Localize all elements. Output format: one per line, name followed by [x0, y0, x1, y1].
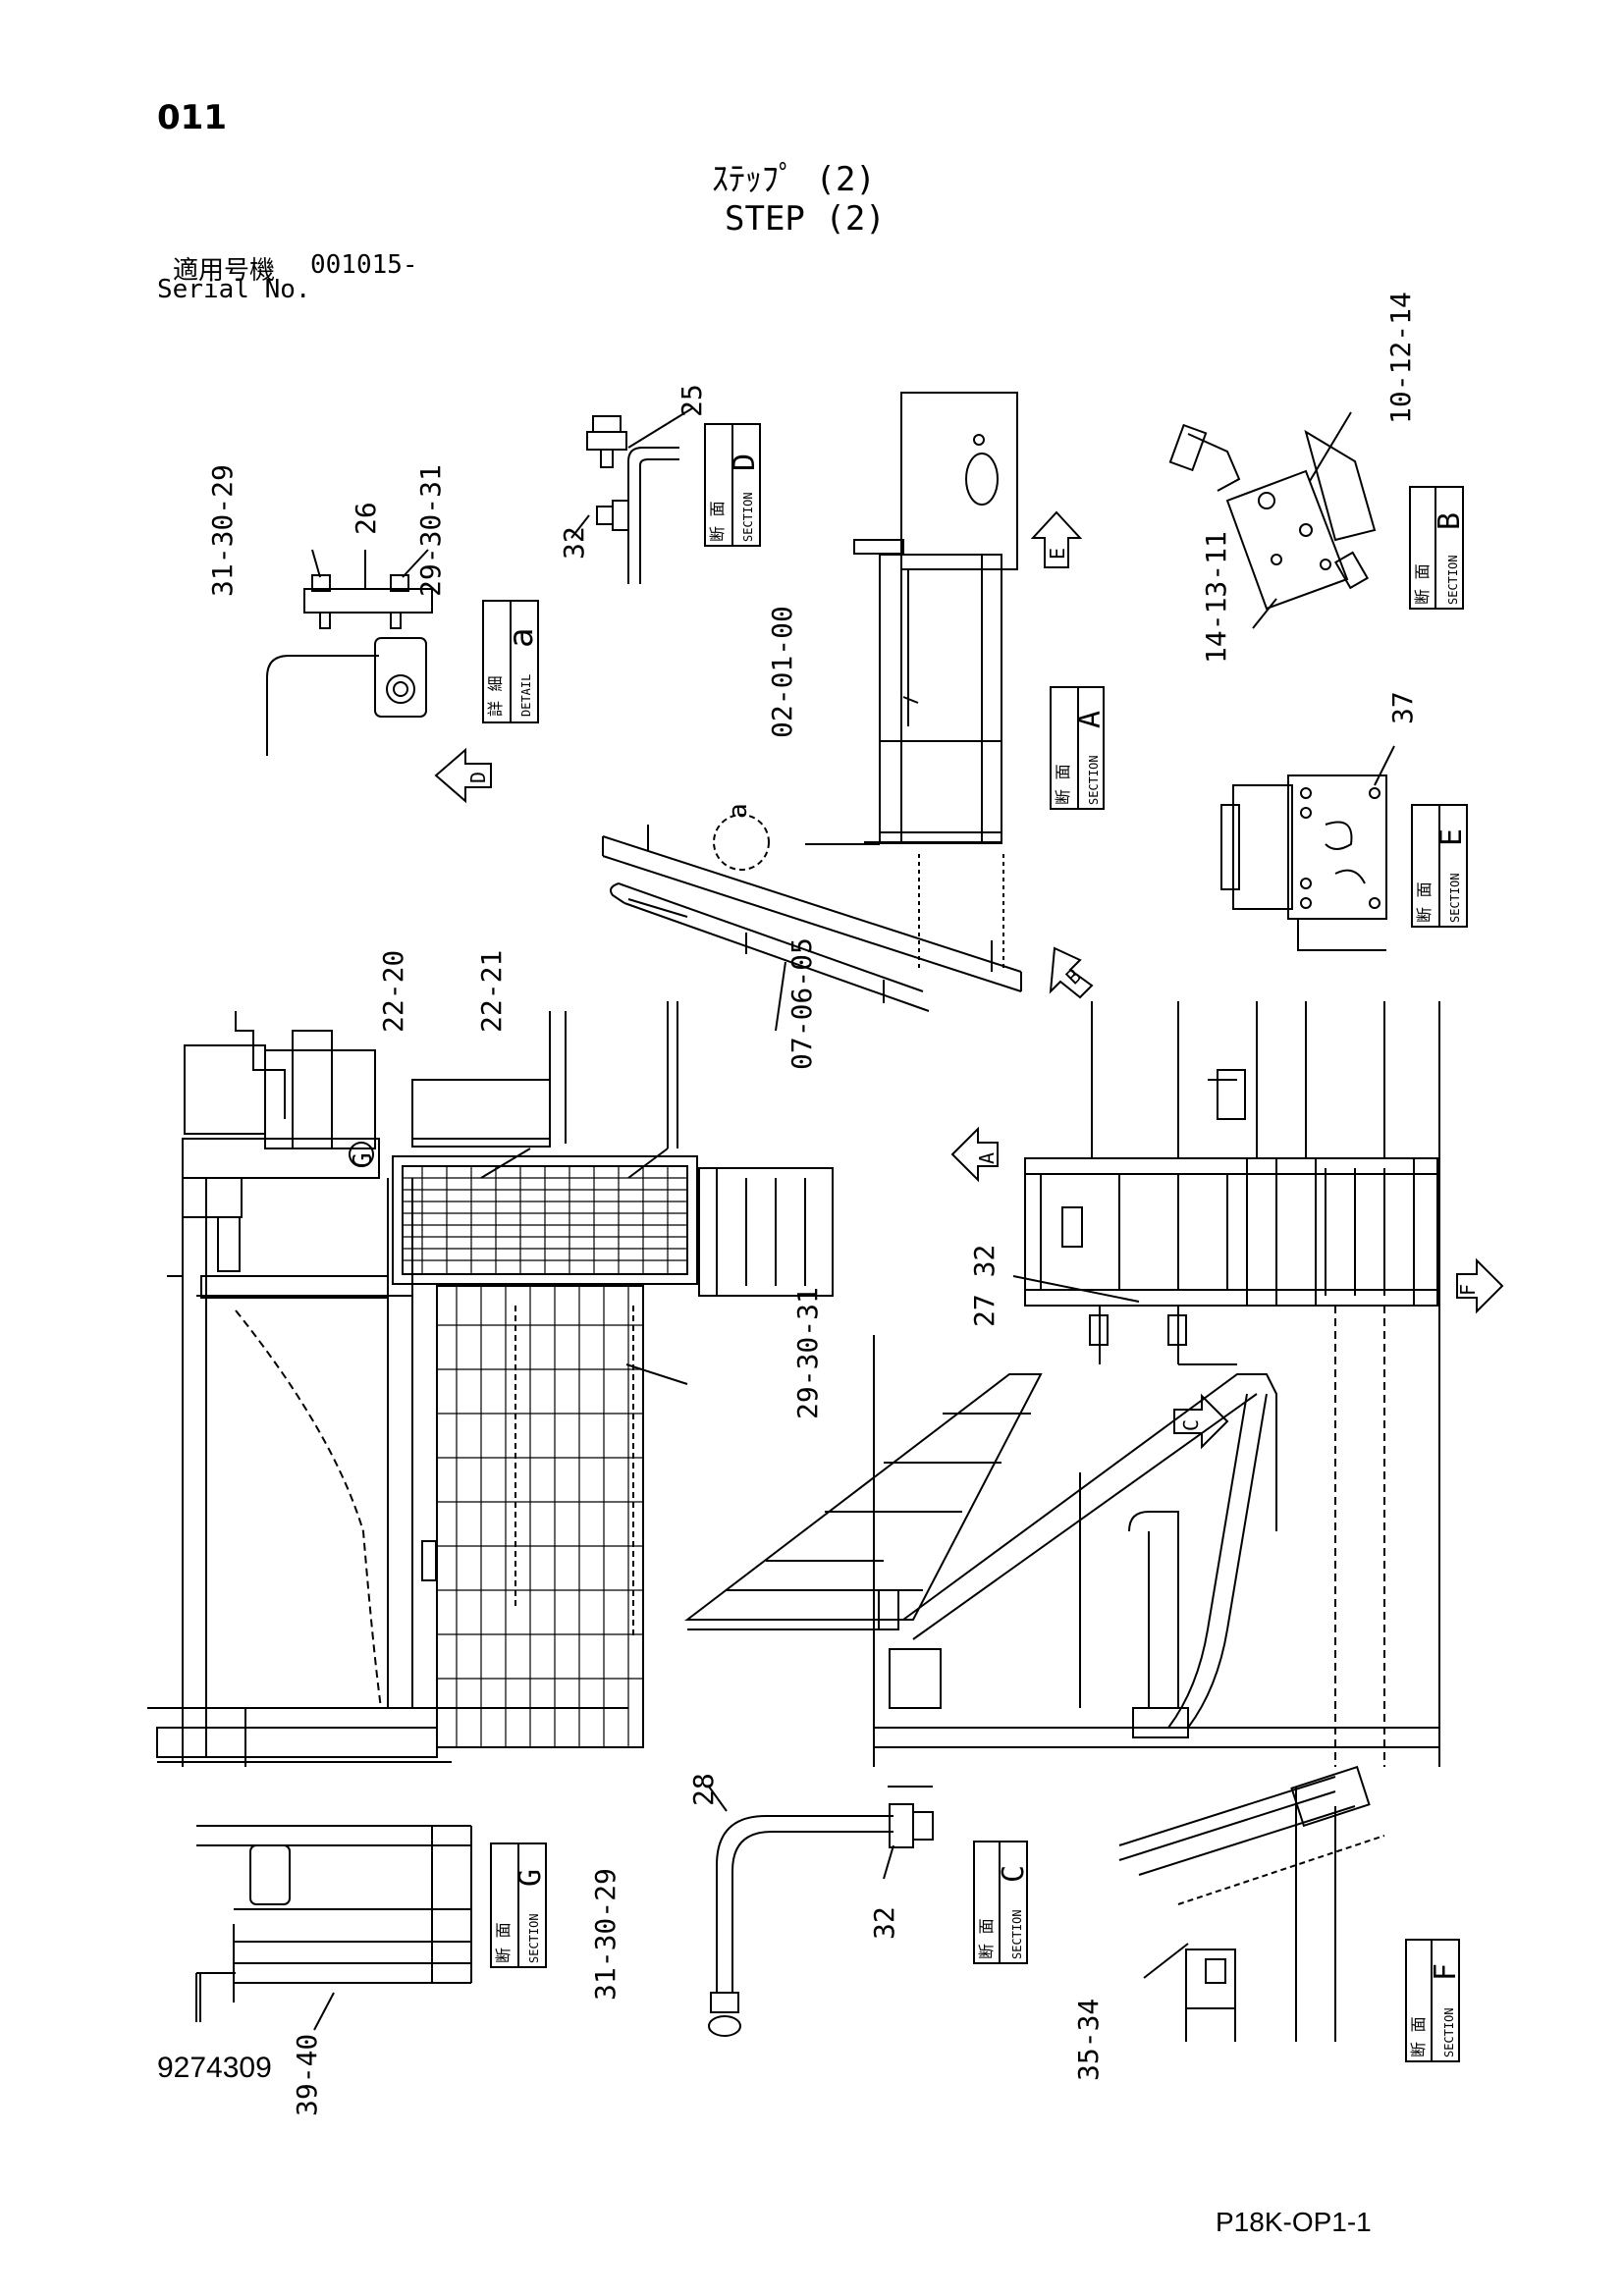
section-f-view — [1118, 1765, 1385, 2042]
section-f-kanji: 断 面 — [1409, 2016, 1428, 2057]
section-e-kanji: 断 面 — [1415, 881, 1434, 923]
callout-22-20: 22-20 — [377, 950, 409, 1033]
arrow-d-icon — [434, 747, 492, 804]
leader-07-06-05 — [775, 961, 786, 1032]
section-g-kanji: 断 面 — [494, 1922, 513, 1963]
arrow-d-letter: D — [466, 772, 490, 783]
section-c-view — [708, 1786, 934, 2037]
serial-label-english: Serial No. — [157, 275, 311, 304]
section-f-word: SECTION — [1442, 2007, 1456, 2057]
detail-a-view — [266, 549, 433, 756]
title-english: STEP (2) — [725, 199, 886, 239]
callout-37: 37 — [1386, 691, 1419, 724]
serial-number-value: 001015- — [310, 250, 418, 280]
callout-31-30-29-detail: 31-30-29 — [206, 464, 239, 597]
section-d-letter: D — [728, 454, 762, 471]
section-g-letter: G — [514, 1869, 548, 1887]
detail-a-kanji: 詳 細 — [486, 675, 505, 717]
callout-07-06-05: 07-06-05 — [785, 937, 818, 1070]
section-b-letter: B — [1433, 512, 1467, 530]
serial-label-japanese: 適用号機 — [173, 256, 276, 286]
section-e-word: SECTION — [1448, 873, 1462, 923]
callout-02-01-00: 02-01-00 — [766, 606, 798, 738]
arrow-e-letter: E — [1046, 548, 1069, 560]
section-b-word: SECTION — [1446, 555, 1460, 605]
section-b-view — [1168, 411, 1377, 629]
mark-g-letter: G — [349, 1152, 378, 1168]
callout-26: 26 — [350, 502, 382, 535]
callout-39-40: 39-40 — [291, 2034, 323, 2116]
callout-10-12-14: 10-12-14 — [1384, 292, 1417, 424]
document-number: 9274309 — [157, 2052, 272, 2084]
callout-27-32: 27 32 — [968, 1245, 1001, 1327]
title-japanese: ｽﾃｯﾌﾟ (2) — [712, 160, 876, 199]
callout-29-30-31-detail: 29-30-31 — [414, 464, 447, 597]
section-e-view — [1220, 745, 1395, 951]
sheet-code: P18K-OP1-1 — [1216, 2207, 1372, 2237]
side-elevation-view — [684, 1001, 1440, 1767]
arrow-a-letter: A — [975, 1152, 999, 1164]
callout-28: 28 — [687, 1773, 720, 1806]
arrow-c-letter: C — [1179, 1419, 1203, 1431]
callout-22-21: 22-21 — [475, 950, 508, 1033]
section-g-word: SECTION — [527, 1913, 541, 1963]
callout-32-section-d: 32 — [558, 526, 590, 560]
callout-25: 25 — [676, 384, 708, 417]
arrow-f-icon — [1456, 1257, 1504, 1314]
detail-a-letter: a — [502, 628, 541, 648]
callout-14-13-11: 14-13-11 — [1200, 531, 1232, 664]
section-c-letter: C — [997, 1865, 1031, 1883]
callout-35-34: 35-34 — [1072, 1999, 1105, 2081]
section-f-letter: F — [1429, 1963, 1463, 1981]
mark-g-marker — [349, 1142, 374, 1167]
mark-a-letter: a — [724, 803, 753, 819]
leader-22-21 — [480, 1148, 531, 1179]
section-d-view — [570, 407, 693, 584]
callout-31-30-29-section-c: 31-30-29 — [589, 1868, 622, 2001]
callout-32-section-c: 32 — [868, 1906, 900, 1940]
callout-29-30-31-main: 29-30-31 — [791, 1287, 824, 1419]
section-b-kanji: 断 面 — [1413, 563, 1432, 605]
section-d-kanji: 断 面 — [708, 501, 727, 542]
section-c-kanji: 断 面 — [977, 1918, 996, 1959]
leader-29-30-31 — [625, 1363, 688, 1385]
section-d-word: SECTION — [741, 492, 755, 542]
section-a-letter: A — [1073, 711, 1108, 728]
arrow-f-letter: F — [1456, 1284, 1480, 1296]
arrow-e-icon — [1030, 510, 1083, 568]
section-e-letter: E — [1435, 828, 1469, 846]
page-number: 011 — [157, 98, 227, 137]
detail-a-marker — [713, 814, 770, 871]
leader-27-32 — [1012, 1275, 1140, 1303]
section-g-view — [195, 1825, 472, 2031]
arrow-a-icon — [950, 1126, 999, 1183]
leader-22-20 — [627, 1148, 669, 1179]
arrow-c-icon — [1173, 1393, 1229, 1450]
arrow-b-icon — [1049, 946, 1094, 999]
section-c-word: SECTION — [1010, 1909, 1024, 1959]
section-a-word: SECTION — [1087, 755, 1101, 805]
step-ladder-rail — [602, 825, 1022, 1012]
main-plan-view — [147, 1001, 834, 1767]
detail-a-word: DETAIL — [519, 674, 533, 717]
section-a-view — [805, 392, 1018, 972]
section-a-kanji: 断 面 — [1054, 764, 1072, 805]
